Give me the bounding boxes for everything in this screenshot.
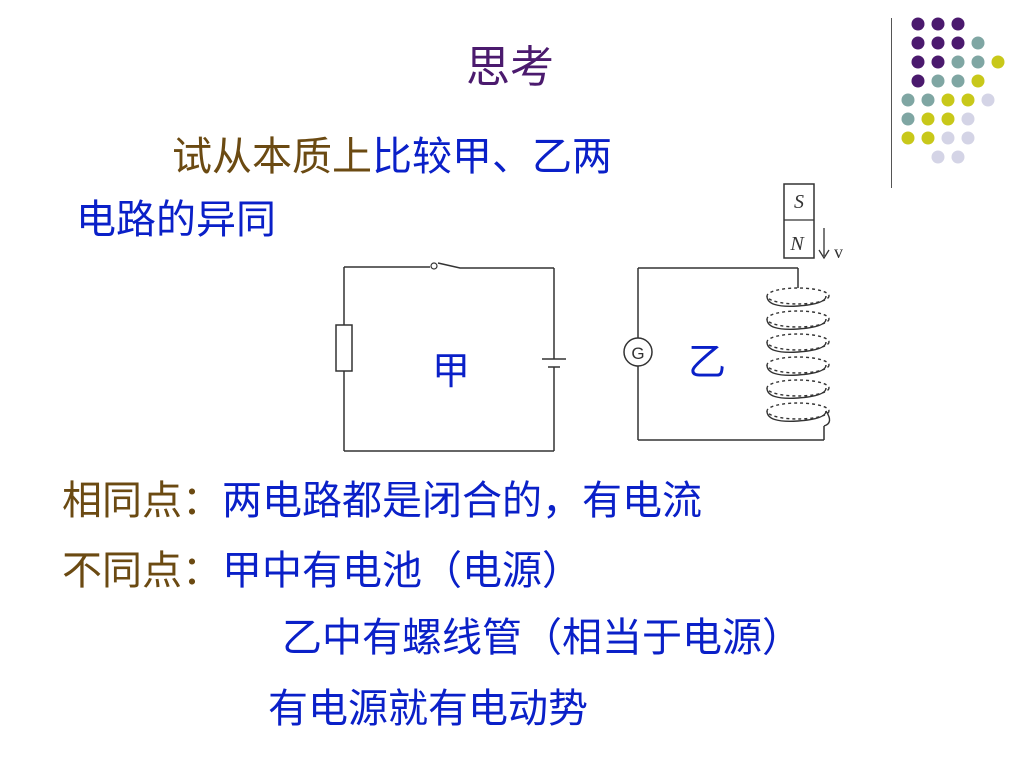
coil-tail: [823, 410, 831, 427]
coil-front: [766, 387, 827, 399]
decorative-dot: [991, 55, 1005, 69]
difference-label: 不同点：: [62, 548, 222, 594]
page-title: 思考: [466, 42, 554, 93]
decorative-dot: [911, 17, 925, 31]
circuit-b-diagram: S N v G: [623, 183, 843, 441]
decorative-dot: [951, 17, 965, 31]
question-part-2: 比较甲、乙两: [372, 134, 612, 180]
decorative-dot: [921, 131, 935, 145]
decorative-dot: [951, 74, 965, 88]
switch-icon: [437, 262, 554, 269]
decorative-dot: [971, 74, 985, 88]
similarity-row: 相同点：两电路都是闭合的，有电流: [62, 481, 702, 521]
question-line-2: 电路的异同: [76, 197, 276, 243]
decorative-dot: [961, 112, 975, 126]
decorative-dot: [951, 150, 965, 164]
decorative-dot: [911, 55, 925, 69]
resistor-icon: [335, 324, 353, 372]
decorative-dot: [941, 131, 955, 145]
decorative-dot: [921, 112, 935, 126]
decorative-dot: [971, 55, 985, 69]
decorative-dot: [981, 93, 995, 107]
decorative-dot: [911, 74, 925, 88]
circuit-a-diagram: [335, 262, 566, 452]
conclusion-text: 有电源就有电动势: [268, 686, 588, 732]
similarity-label: 相同点：: [62, 478, 222, 524]
divider-line: [891, 18, 892, 188]
circuit-b-label: 乙: [688, 340, 727, 384]
decorative-dot: [921, 93, 935, 107]
question-line-1: 试从本质上比较甲、乙两: [172, 137, 612, 177]
coil-front: [766, 410, 827, 422]
decorative-dot: [951, 55, 965, 69]
decorative-dot: [901, 112, 915, 126]
solenoid-icon: [766, 287, 831, 427]
decorative-dot: [971, 36, 985, 50]
coil-front: [766, 318, 827, 330]
decorative-dot: [911, 36, 925, 50]
velocity-label: v: [834, 242, 843, 262]
difference-text-a: 甲中有电池（电源）: [222, 548, 582, 594]
difference-text-b: 乙中有螺线管（相当于电源）: [282, 615, 802, 661]
circuit-a-label: 甲: [432, 349, 471, 393]
galvanometer-label: G: [631, 344, 644, 363]
decorative-dot: [931, 36, 945, 50]
similarity-text: 两电路都是闭合的，有电流: [222, 478, 702, 524]
magnet-n-label: N: [789, 233, 805, 255]
bar-magnet-icon: [783, 183, 815, 259]
magnet-s-label: S: [794, 191, 804, 213]
decorative-dot: [931, 150, 945, 164]
coil-front: [766, 364, 827, 376]
coil-front: [766, 341, 827, 353]
decorative-dot-grid: [901, 17, 1005, 164]
decorative-dot: [931, 55, 945, 69]
decorative-dot: [961, 93, 975, 107]
question-part-1: 试从本质上: [172, 134, 372, 180]
decorative-dot: [951, 36, 965, 50]
decorative-dot: [901, 93, 915, 107]
decorative-dot: [931, 17, 945, 31]
decorative-dot: [941, 93, 955, 107]
decorative-dot: [901, 131, 915, 145]
decorative-dot: [931, 74, 945, 88]
difference-row: 不同点：甲中有电池（电源）: [62, 551, 582, 591]
coil-front: [766, 295, 827, 307]
decorative-dot: [961, 131, 975, 145]
decorative-dot: [941, 112, 955, 126]
